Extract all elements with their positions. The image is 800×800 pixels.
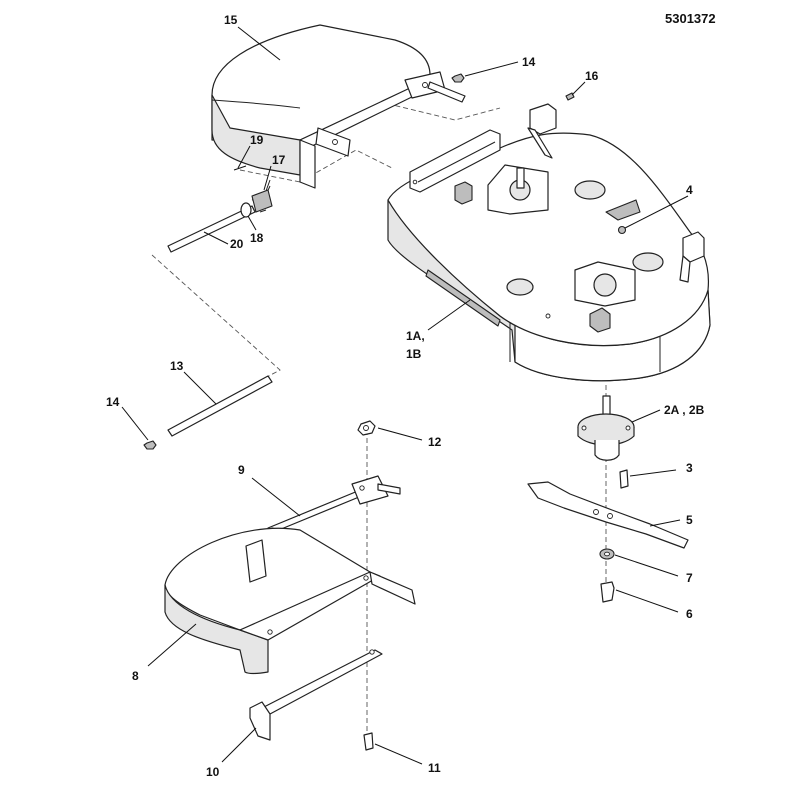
bolt-11	[363, 732, 374, 751]
callout-7: 7	[686, 571, 693, 585]
callout-6: 6	[686, 607, 693, 621]
nut-upper	[451, 73, 465, 83]
leader-19	[237, 145, 251, 169]
callout-13: 13	[170, 359, 184, 373]
leader-8	[147, 623, 197, 667]
callout-10: 10	[206, 765, 220, 779]
callout-16: 16	[585, 69, 599, 83]
callout-1a: 1A,	[406, 329, 425, 343]
callout-17: 17	[272, 153, 286, 167]
leader-20	[203, 231, 229, 245]
leader-lines	[121, 26, 689, 765]
washer-7	[599, 548, 615, 560]
leader-14-upper	[464, 61, 519, 77]
blade-5	[527, 481, 689, 549]
callout-11: 11	[428, 761, 441, 775]
leader-13	[183, 371, 217, 405]
callout-19: 19	[250, 133, 264, 147]
bolt-6	[600, 581, 615, 603]
leader-2ab	[631, 409, 661, 423]
callout-2a-2b: 2A , 2B	[664, 403, 705, 417]
callout-20: 20	[230, 237, 244, 251]
document-number: 5301372	[665, 11, 716, 26]
nut-12	[357, 420, 376, 436]
assembly-line-rod-to-bracket	[371, 99, 501, 121]
discharge-cover-upper	[211, 24, 466, 189]
leader-11	[374, 743, 423, 765]
leader-4	[624, 195, 689, 229]
leader-3	[629, 469, 677, 477]
callout-5: 5	[686, 513, 693, 527]
assembly-line-rod	[151, 254, 281, 379]
leader-9	[251, 477, 301, 517]
leader-14-lower	[121, 406, 149, 441]
nut-lower	[143, 440, 157, 450]
leader-6	[615, 589, 679, 613]
spindle-assembly	[577, 395, 635, 461]
leader-18	[247, 215, 257, 231]
mower-deck	[387, 103, 711, 382]
leader-10	[221, 727, 257, 763]
callout-1b: 1B	[406, 347, 422, 361]
discharge-cover-lower	[164, 527, 416, 675]
callout-3: 3	[686, 461, 693, 475]
callout-4: 4	[686, 183, 693, 197]
callout-9: 9	[238, 463, 245, 477]
leader-15	[237, 26, 281, 61]
leader-17	[263, 165, 272, 191]
callout-14-lower: 14	[106, 395, 120, 409]
callout-15: 15	[224, 13, 238, 27]
callout-8: 8	[132, 669, 139, 683]
callout-14-upper: 14	[522, 55, 536, 69]
leader-1a	[427, 299, 471, 331]
callout-12: 12	[428, 435, 442, 449]
callout-18: 18	[250, 231, 264, 245]
leader-12	[377, 427, 423, 441]
screw-3	[619, 469, 629, 489]
callout-labels: 5301372 15 14 16 19 17 18 20 4 1A, 1B 13…	[106, 11, 716, 779]
pivot-rod-assembly	[167, 165, 273, 253]
leader-16	[571, 81, 586, 96]
rod-13	[167, 375, 273, 437]
leader-7	[614, 554, 679, 577]
torsion-spring	[251, 179, 273, 213]
bracket-10	[249, 649, 383, 741]
leader-5	[649, 519, 681, 527]
assembly-line-top-cover	[239, 149, 393, 183]
